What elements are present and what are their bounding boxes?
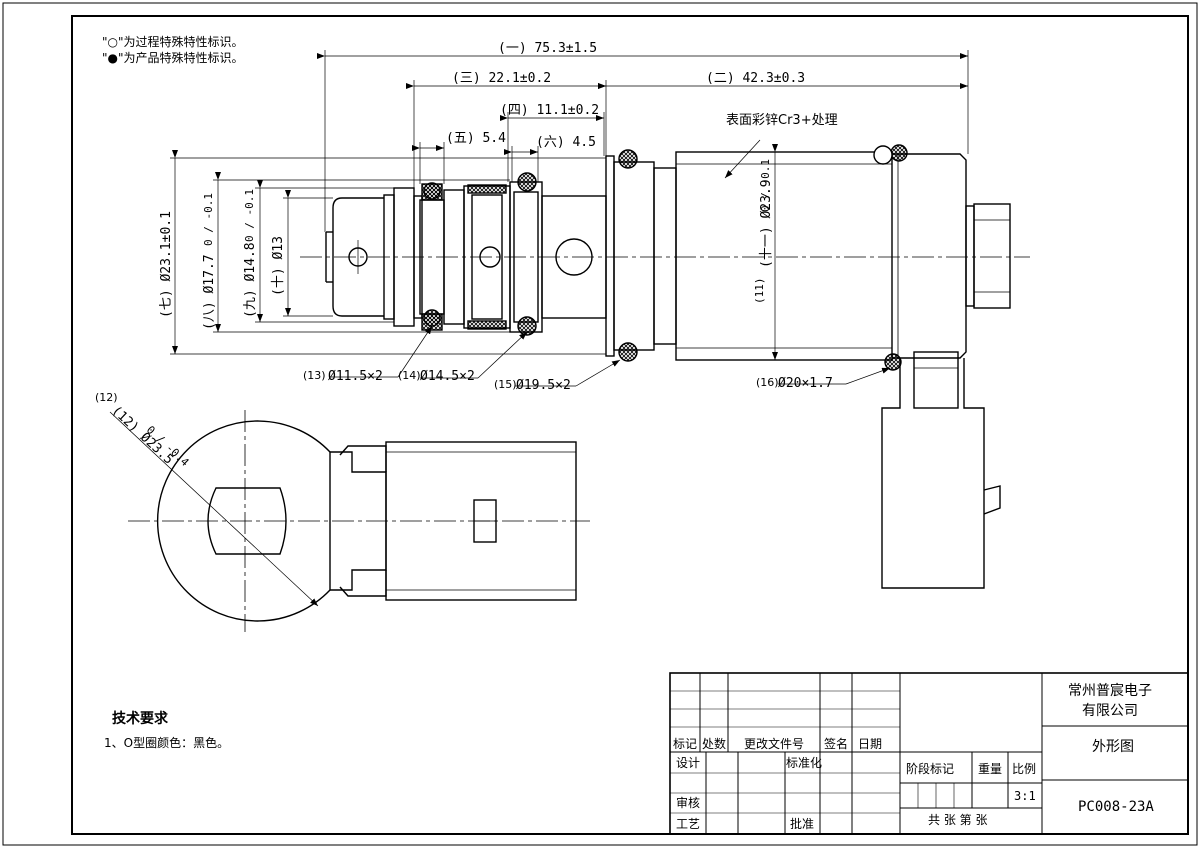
tb-review: 审核 [676, 796, 701, 810]
dim-dia-14: (九) Ø14.8 [243, 242, 258, 318]
oring-16-top [618, 149, 638, 169]
callout-13: Ø11.5×2 [328, 369, 383, 384]
dim-dia-13: (十) Ø13 [271, 236, 286, 296]
tb-scale-label: 比例 [1012, 762, 1037, 776]
oring-rear-bottom [884, 353, 902, 371]
callout-14-num: (14) [398, 369, 421, 382]
dim-dia-17: (八) Ø17.7 [202, 254, 217, 330]
oring-13-top [423, 182, 441, 200]
process-mark-circle [873, 145, 893, 165]
side-flange [156, 420, 331, 622]
tb-count: 处数 [702, 737, 727, 751]
coil-body [675, 151, 893, 361]
inner-border [71, 15, 1189, 835]
callout-12: (12) [95, 391, 118, 404]
tech-req-title: 技术要求 [112, 711, 168, 727]
side-slot [207, 487, 287, 555]
tb-sign: 签名 [824, 737, 849, 751]
dim-dia-14-tol: 0 / -0.1 [243, 189, 256, 242]
company-name-line1: 常州普宸电子 [1068, 683, 1152, 699]
dim-groove-5: (五) 5.4 [446, 131, 506, 146]
port-hole-3 [555, 238, 593, 276]
callout-13-num: (13) [303, 369, 326, 382]
filter-screen-bottom [467, 320, 507, 330]
tb-standardize: 标准化 [786, 756, 823, 770]
note-product-mark: "●"为产品特殊特性标识。 [102, 51, 244, 65]
dim-groove-6: (六) 4.5 [536, 135, 596, 150]
dimension-lines [170, 50, 969, 387]
oring-15-top [517, 172, 537, 192]
tb-date: 日期 [858, 737, 883, 751]
front-view [300, 144, 1030, 589]
dim-overall-length: (一) 75.3±1.5 [498, 41, 598, 56]
tb-stage-mark: 阶段标记 [906, 762, 955, 776]
nose-tip [332, 197, 384, 317]
port-hole-2 [479, 246, 501, 268]
oring-rear-top [890, 144, 908, 162]
dim-dia-body-tol: 0 / -0.1 [759, 159, 772, 212]
tb-mark: 标记 [673, 737, 698, 751]
tech-req-item-1: 1、O型圈颜色：黑色。 [104, 736, 230, 750]
side-view [109, 410, 590, 632]
tb-approve: 批准 [790, 817, 815, 831]
callout-15: Ø19.5×2 [516, 378, 571, 393]
callout-15-num: (15) [494, 378, 517, 391]
company-name-line2: 有限公司 [1082, 703, 1138, 719]
note-process-mark: "○"为过程特殊特性标识。 [102, 35, 244, 49]
callout-16: Ø20×1.7 [778, 376, 833, 391]
drawing-number: PC008-23A [1078, 799, 1154, 815]
callout-11: (11) [753, 277, 766, 305]
title-block-grid [669, 672, 1189, 835]
drawing-name: 外形图 [1092, 739, 1134, 755]
filter-screen-top [467, 184, 507, 194]
tb-scale-value: 3:1 [1014, 789, 1036, 803]
dim-dia-outer: (七) Ø23.1±0.1 [159, 211, 174, 318]
oring-16-bottom [618, 342, 638, 362]
tb-sheets: 共 张 第 张 [928, 813, 988, 827]
callout-16-num: (16) [756, 376, 779, 389]
tb-weight: 重量 [978, 762, 1003, 776]
tb-process: 工艺 [676, 817, 701, 831]
dim-dia-17-tol: 0 / -0.1 [202, 193, 215, 246]
dim-front-length: (三) 22.1±0.2 [452, 71, 552, 86]
callout-14: Ø14.5×2 [420, 369, 475, 384]
oring-13-bottom [423, 309, 441, 327]
tb-change-doc: 更改文件号 [744, 737, 805, 751]
dim-mid-length: (四) 11.1±0.2 [500, 103, 600, 118]
surface-treatment-note: 表面彩锌Cr3+处理 [726, 113, 838, 128]
tb-design: 设计 [676, 756, 701, 770]
dim-body-length: (二) 42.3±0.3 [706, 71, 806, 86]
side-coil-body [385, 441, 577, 601]
